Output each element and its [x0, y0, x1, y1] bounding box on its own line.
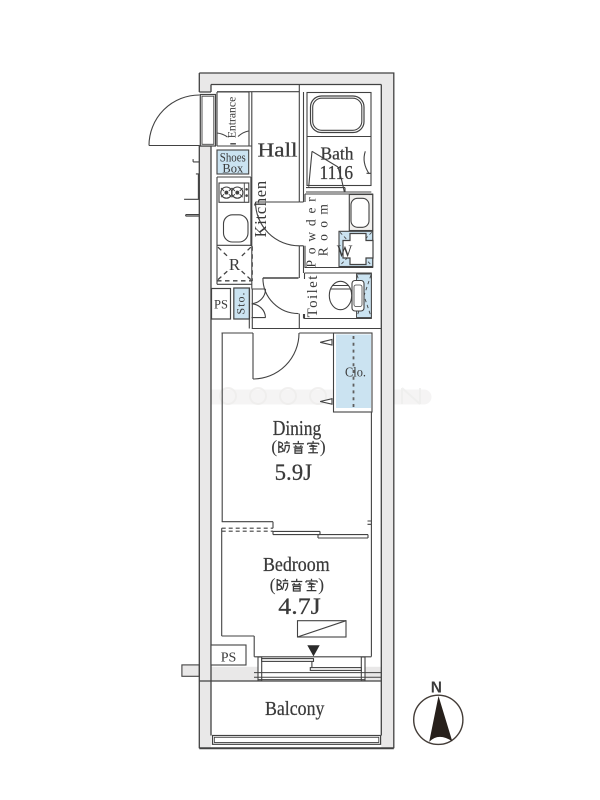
svg-text:Hall: Hall: [258, 139, 299, 161]
svg-text:1116: 1116: [320, 162, 354, 184]
svg-text:N: N: [431, 680, 442, 697]
svg-text:Toilet: Toilet: [305, 274, 321, 317]
svg-text:PS: PS: [221, 651, 237, 666]
svg-text:Bedroom: Bedroom: [263, 554, 330, 576]
svg-text:Bath: Bath: [321, 144, 354, 164]
svg-text:Clo.: Clo.: [345, 366, 366, 381]
svg-text:Kitchen: Kitchen: [251, 180, 270, 237]
svg-text:(: (: [271, 437, 277, 458]
svg-text:R: R: [229, 255, 241, 274]
svg-text:W: W: [337, 242, 353, 261]
svg-text:): ): [320, 437, 326, 458]
svg-text:Powder: Powder: [304, 191, 319, 267]
svg-text:Balcony: Balcony: [265, 698, 325, 720]
svg-text:5.9J: 5.9J: [275, 460, 312, 485]
svg-text:PS: PS: [214, 298, 228, 312]
svg-text:(: (: [270, 575, 276, 596]
svg-text:4.7J: 4.7J: [278, 594, 321, 619]
svg-text:Sto.: Sto.: [233, 291, 247, 314]
svg-text:Entrance: Entrance: [226, 97, 239, 139]
svg-text:Room: Room: [316, 198, 331, 257]
svg-text:): ): [318, 575, 324, 596]
svg-text:Box: Box: [222, 162, 244, 176]
svg-text:Shoes: Shoes: [220, 151, 246, 165]
svg-text:Dining: Dining: [273, 416, 322, 440]
